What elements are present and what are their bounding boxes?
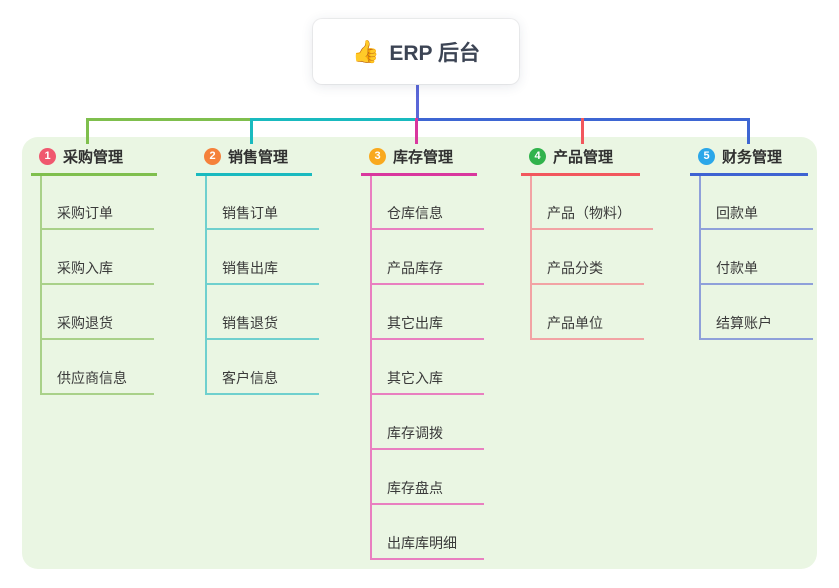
branch-number-badge: 3 [369,148,386,165]
child-label: 销售订单 [222,205,278,221]
child-label: 销售出库 [222,260,278,276]
branch-number-badge: 4 [529,148,546,165]
branch-child-connector [40,176,42,395]
drop-line-sales [250,118,253,144]
child-node[interactable]: 采购退货 [40,310,154,340]
child-node[interactable]: 销售退货 [205,310,319,340]
child-label: 其它入库 [387,370,443,386]
bus-line-teal [250,118,418,121]
child-label: 采购入库 [57,260,113,276]
branch-node-product[interactable]: 4 产品管理 [521,140,640,176]
branch-number-badge: 1 [39,148,56,165]
branch-number-badge: 5 [698,148,715,165]
thumbs-up-icon: 👍 [351,38,380,64]
branch-label: 产品管理 [553,149,614,166]
child-node[interactable]: 产品库存 [370,255,484,285]
branch-inventory: 3 库存管理 仓库信息 产品库存 其它出库 其它入库 库存调拨 库存盘点 出库库… [361,140,484,560]
branch-finance: 5 财务管理 回款单 付款单 结算账户 [690,140,813,340]
branch-label: 采购管理 [63,149,124,166]
branch-child-connector [370,176,372,560]
branch-child-connector [530,176,532,340]
child-node[interactable]: 产品分类 [530,255,644,285]
drop-line-finance [747,118,750,144]
child-label: 出库库明细 [387,535,457,551]
child-node[interactable]: 仓库信息 [370,200,484,230]
root-title: ERP 后台 [389,41,481,65]
child-node[interactable]: 结算账户 [699,310,813,340]
child-node[interactable]: 产品（物料） [530,200,653,230]
branch-purchase: 1 采购管理 采购订单 采购入库 采购退货 供应商信息 [31,140,157,395]
root-drop-line [416,84,419,121]
drop-line-product [581,118,584,144]
child-label: 回款单 [716,205,758,221]
child-node[interactable]: 其它出库 [370,310,484,340]
branches-background-panel [22,137,817,569]
child-node[interactable]: 采购入库 [40,255,154,285]
branch-node-inventory[interactable]: 3 库存管理 [361,140,477,176]
child-label: 产品库存 [387,260,443,276]
branch-child-connector [205,176,207,395]
child-label: 采购退货 [57,315,113,331]
child-node[interactable]: 供应商信息 [40,365,154,395]
child-label: 库存盘点 [387,480,443,496]
child-label: 产品（物料） [547,205,631,221]
branch-label: 销售管理 [228,149,289,166]
branch-sales: 2 销售管理 销售订单 销售出库 销售退货 客户信息 [196,140,319,395]
branch-number-badge: 2 [204,148,221,165]
branch-label: 库存管理 [393,149,454,166]
branch-node-purchase[interactable]: 1 采购管理 [31,140,157,176]
child-label: 结算账户 [716,315,772,331]
branch-product: 4 产品管理 产品（物料） 产品分类 产品单位 [521,140,653,340]
child-label: 其它出库 [387,315,443,331]
child-node[interactable]: 库存盘点 [370,475,484,505]
child-node[interactable]: 付款单 [699,255,813,285]
child-node[interactable]: 其它入库 [370,365,484,395]
child-label: 付款单 [716,260,758,276]
drop-line-purchase [86,118,89,144]
child-label: 采购订单 [57,205,113,221]
branch-node-sales[interactable]: 2 销售管理 [196,140,312,176]
child-label: 客户信息 [222,370,278,386]
child-node[interactable]: 销售出库 [205,255,319,285]
child-label: 产品单位 [547,315,603,331]
child-label: 仓库信息 [387,205,443,221]
child-label: 供应商信息 [57,370,127,386]
child-node[interactable]: 回款单 [699,200,813,230]
root-node[interactable]: 👍 ERP 后台 [313,19,519,84]
child-label: 销售退货 [222,315,278,331]
child-node[interactable]: 产品单位 [530,310,644,340]
branch-child-connector [699,176,701,340]
child-node[interactable]: 采购订单 [40,200,154,230]
branch-label: 财务管理 [722,149,783,166]
drop-line-inventory [415,118,418,144]
branch-node-finance[interactable]: 5 财务管理 [690,140,808,176]
child-label: 产品分类 [547,260,603,276]
child-node[interactable]: 库存调拨 [370,420,484,450]
child-label: 库存调拨 [387,425,443,441]
child-node[interactable]: 销售订单 [205,200,319,230]
child-node[interactable]: 客户信息 [205,365,319,395]
child-node[interactable]: 出库库明细 [370,530,484,560]
